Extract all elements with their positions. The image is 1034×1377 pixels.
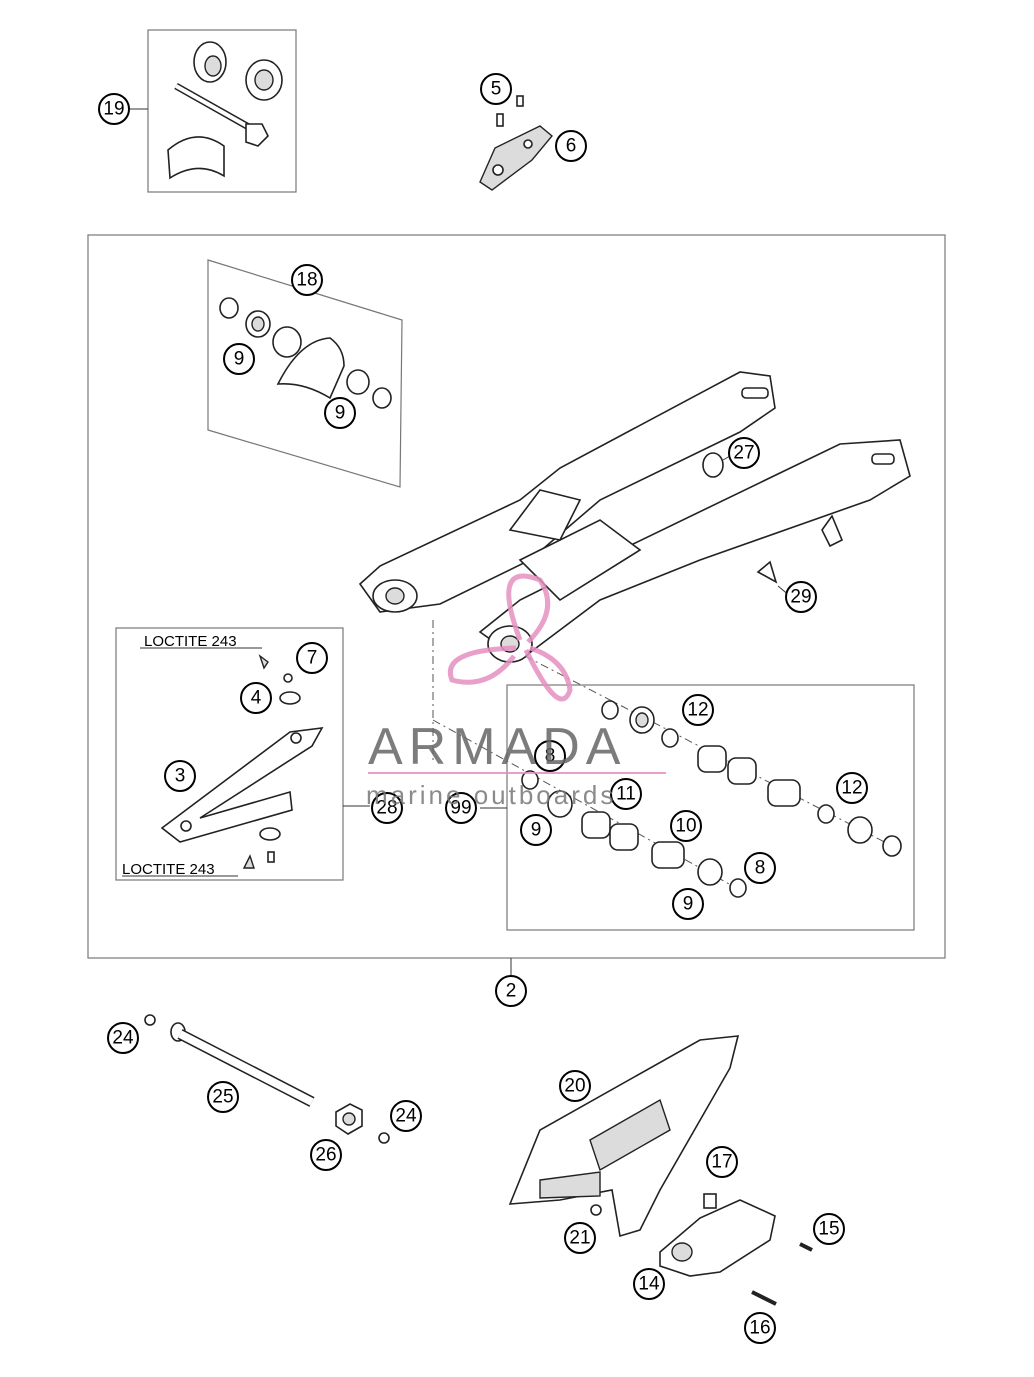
callout-9: 9 (324, 397, 356, 429)
callout-number: 19 (103, 99, 124, 120)
callout-25: 25 (207, 1081, 239, 1113)
callout-99: 99 (445, 792, 477, 824)
callout-number: 20 (564, 1076, 585, 1097)
callout-number: 10 (675, 816, 696, 837)
callout-19: 19 (98, 93, 130, 125)
callout-number: 99 (450, 798, 471, 819)
callout-number: 8 (545, 746, 556, 767)
callout-number: 14 (638, 1274, 660, 1295)
callout-number: 4 (251, 688, 262, 709)
callout-number: 11 (616, 784, 636, 805)
bearing-set-box (480, 684, 915, 931)
kit-19-box (130, 29, 297, 193)
callout-24: 24 (390, 1100, 422, 1132)
callout-number: 25 (212, 1087, 233, 1108)
callout-number: 2 (506, 981, 517, 1002)
callout-number: 5 (491, 79, 502, 100)
watermark-subtitle: marine outboards (366, 780, 616, 810)
callout-number: 8 (755, 858, 766, 879)
watermark-title: ARMADA (368, 718, 626, 776)
callout-16: 16 (744, 1312, 776, 1344)
callout-10: 10 (670, 810, 702, 842)
chain-guard-and-guide (508, 1035, 813, 1306)
callout-5: 5 (480, 73, 512, 105)
callout-number: 3 (175, 766, 186, 787)
callout-29: 29 (785, 581, 817, 613)
callout-number: 9 (531, 820, 542, 841)
callout-number: 21 (569, 1228, 590, 1249)
chain-slider-parts (479, 95, 553, 191)
kit-28-box (115, 627, 370, 881)
callout-number: 9 (234, 349, 245, 370)
swingarm-assembly-box (87, 234, 946, 975)
callout-9: 9 (672, 888, 704, 920)
callout-15: 15 (813, 1213, 845, 1245)
callout-12: 12 (682, 694, 714, 726)
callout-26: 26 (310, 1139, 342, 1171)
callout-number: 29 (790, 587, 811, 608)
watermark-logo: ARMADA marine outboards (366, 573, 666, 810)
callout-number: 7 (307, 648, 318, 669)
callout-number: 12 (841, 778, 862, 799)
callout-6: 6 (555, 130, 587, 162)
callout-number: 9 (683, 894, 694, 915)
callout-8: 8 (744, 852, 776, 884)
loctite-note: LOCTITE 243 (144, 633, 237, 650)
callout-number: 12 (687, 700, 708, 721)
callout-11: 11 (610, 778, 642, 810)
callout-number: 6 (566, 136, 577, 157)
callout-number: 24 (395, 1106, 417, 1127)
callout-28: 28 (371, 792, 403, 824)
callout-number: 26 (315, 1145, 336, 1166)
callout-9: 9 (520, 814, 552, 846)
callout-20: 20 (559, 1070, 591, 1102)
callout-9: 9 (223, 343, 255, 375)
kit-18-box (207, 259, 403, 488)
callout-number: 27 (733, 443, 754, 464)
axis-line (432, 719, 741, 891)
callout-number: 16 (749, 1318, 770, 1339)
callout-18: 18 (291, 264, 323, 296)
callout-2: 2 (495, 975, 527, 1007)
callout-7: 7 (296, 642, 328, 674)
propeller-logo-icon (447, 573, 573, 702)
callout-4: 4 (240, 682, 272, 714)
callout-3: 3 (164, 760, 196, 792)
callout-number: 24 (112, 1028, 134, 1049)
callout-21: 21 (564, 1222, 596, 1254)
callout-17: 17 (706, 1146, 738, 1178)
callout-number: 9 (335, 403, 346, 424)
pivot-axle (144, 1014, 390, 1144)
swingarm (358, 371, 911, 663)
callout-number: 18 (296, 270, 317, 291)
callout-8: 8 (534, 740, 566, 772)
callout-number: 28 (376, 798, 397, 819)
callout-number: 17 (711, 1152, 732, 1173)
callout-27: 27 (728, 437, 760, 469)
callout-number: 15 (818, 1219, 839, 1240)
callout-24: 24 (107, 1022, 139, 1054)
callout-14: 14 (633, 1268, 665, 1300)
callout-12: 12 (836, 772, 868, 804)
loctite-note: LOCTITE 243 (122, 861, 215, 878)
